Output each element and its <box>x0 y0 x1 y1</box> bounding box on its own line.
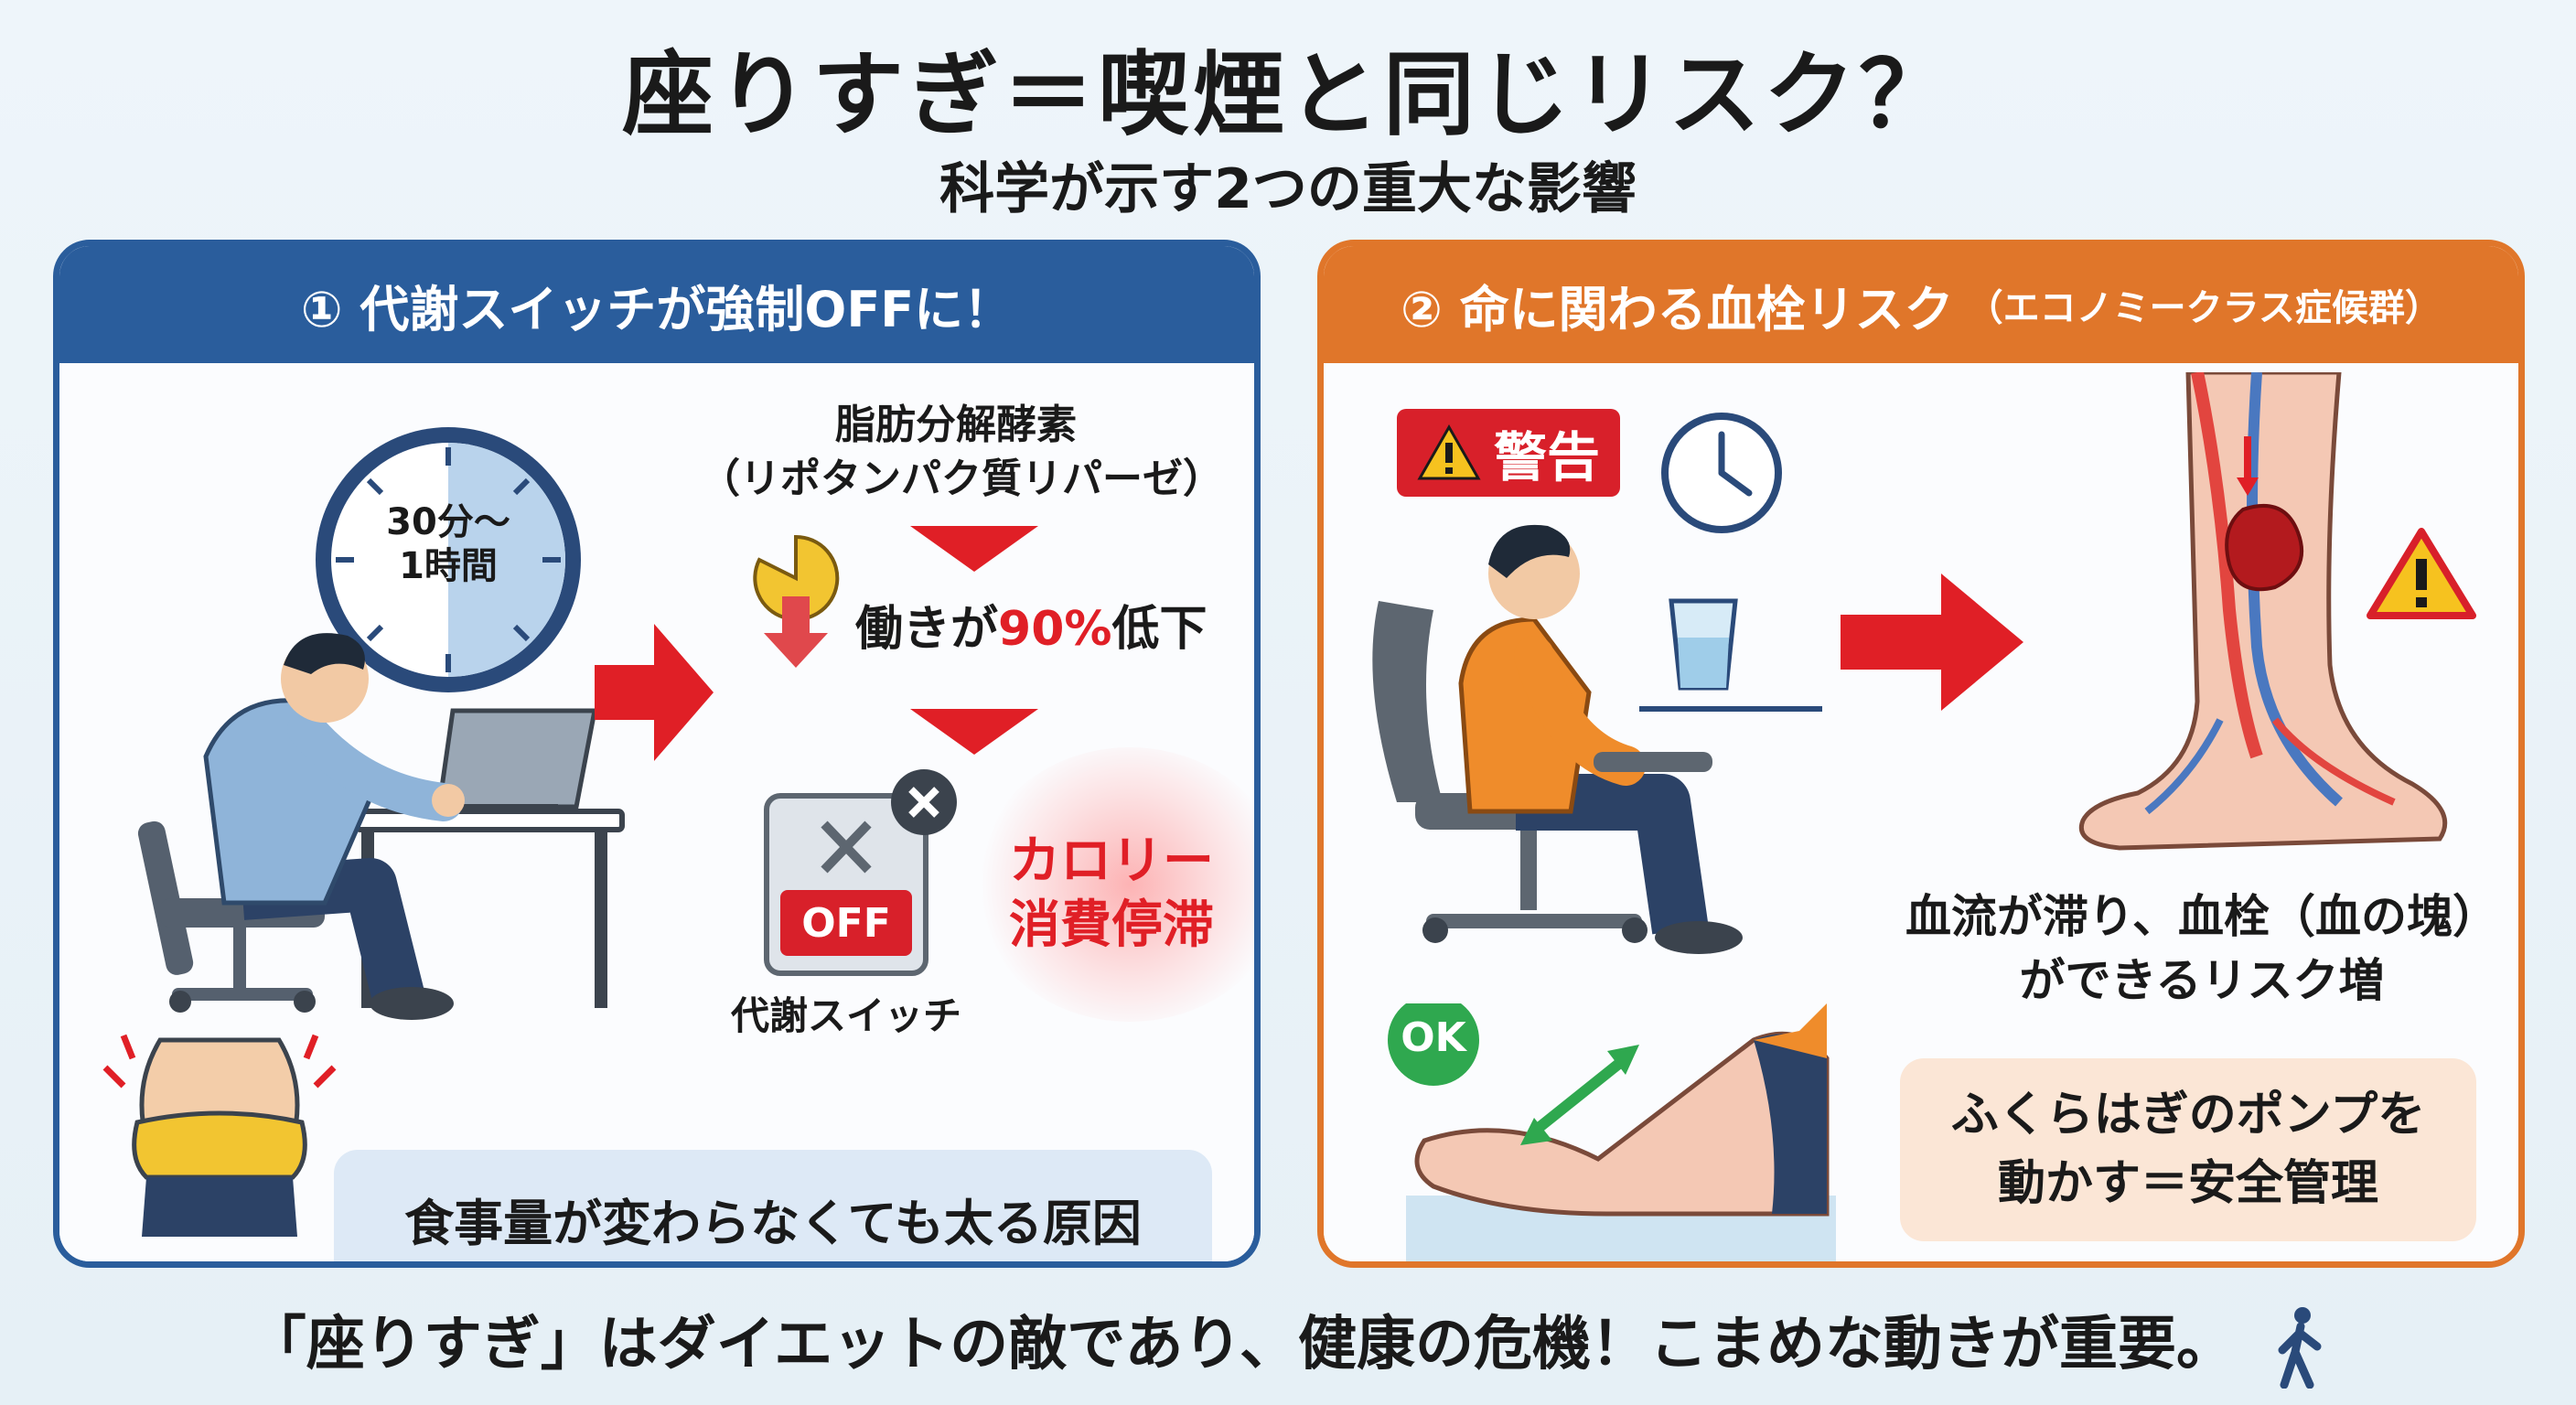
clock-icon <box>316 427 581 692</box>
risk-line-2: ができるリスク増 <box>2019 954 2385 1007</box>
clock-time-label: 30分～ 1時間 <box>361 500 535 588</box>
footer-message: 「座りすぎ」はダイエットの敵であり、健康の危機！こまめな動きが重要。 <box>0 1297 2576 1389</box>
blood-clot-panel: ② 命に関わる血栓リスク （エコノミークラス症候群） 警告 <box>1317 240 2525 1268</box>
water-glass-icon <box>1639 598 1822 712</box>
advice-line-1: ふくらはぎのポンプを <box>1950 1087 2426 1142</box>
calf-pump-advice-box: ふくらはぎのポンプを 動かす＝安全管理 <box>1900 1058 2476 1241</box>
advice-line-2: 動かす＝安全管理 <box>1997 1156 2378 1211</box>
risk-line-1: 血流が滞り、血栓（血の塊） <box>1905 890 2498 943</box>
right-arrow-icon <box>1841 574 2023 711</box>
belly-illustration <box>102 1034 337 1237</box>
warning-badge: 警告 <box>1397 409 1621 497</box>
down-triangle-icon <box>910 709 1038 755</box>
metabolism-conclusion-text: 食事量が変わらなくても太る原因 <box>404 1194 1142 1252</box>
blood-clot-risk-text: 血流が滞り、血栓（血の塊） ができるリスク増 <box>1873 885 2518 1013</box>
close-icon <box>891 769 957 835</box>
blood-clot-panel-body: 警告 <box>1324 363 2518 1261</box>
warning-label: 警告 <box>1494 426 1601 488</box>
switch-off-label: OFF <box>780 890 912 956</box>
page-title: 座りすぎ＝喫煙と同じリスク？ <box>622 41 1954 148</box>
man-at-desk-illustration <box>137 633 625 1020</box>
clock-time-line-2: 1時間 <box>399 545 498 587</box>
metabolism-panel: ① 代謝スイッチが強制OFFに！ 30分～ 1時間 <box>53 240 1261 1268</box>
calorie-stagnation-label: カロリー 消費停滞 <box>974 830 1249 958</box>
warning-icon <box>1417 424 1481 480</box>
footer-text: 「座りすぎ」はダイエットの敵であり、健康の危機！こまめな動きが重要。 <box>247 1311 2235 1378</box>
calorie-line-2: 消費停滞 <box>1009 896 1214 955</box>
switch-x-icon <box>821 820 872 874</box>
activity-value: 90% <box>998 602 1112 657</box>
calf-stretch-illustration <box>1388 1003 1836 1261</box>
page-subtitle: 科学が示す2つの重大な影響 <box>939 157 1637 221</box>
calorie-glow <box>974 747 1254 1022</box>
metabolism-conclusion-box: 食事量が変わらなくても太る原因 <box>334 1150 1212 1261</box>
blood-clot-panel-note: （エコノミークラス症候群） <box>1966 287 2442 329</box>
metabolism-panel-title: ① 代謝スイッチが強制OFFに！ <box>300 280 1014 338</box>
switch-caption: 代謝スイッチ <box>730 993 961 1038</box>
enzyme-label: 脂肪分解酵素 （リポタンパク質リパーゼ） <box>700 398 1223 507</box>
down-triangle-icon <box>910 526 1038 572</box>
warning-icon <box>2367 528 2476 619</box>
metabolism-panel-header: ① 代謝スイッチが強制OFFに！ <box>59 246 1254 363</box>
enzyme-detail: （リポタンパク質リパーゼ） <box>700 456 1223 503</box>
seated-person-illustration <box>1372 524 1743 954</box>
ok-badge: OK <box>1401 1014 1466 1061</box>
metabolism-panel-body: 30分～ 1時間 <box>59 363 1254 1261</box>
enzyme-decline-icon <box>753 534 840 668</box>
enzyme-name: 脂肪分解酵素 <box>835 402 1077 448</box>
blood-clot-panel-title: ② 命に関わる血栓リスク <box>1401 280 1954 338</box>
wall-clock-icon <box>1661 413 1782 533</box>
activity-suffix: 低下 <box>1111 602 1208 657</box>
calorie-line-1: カロリー <box>1009 831 1214 891</box>
activity-decline-label: 働きが90%低下 <box>855 590 1221 659</box>
activity-prefix: 働きが <box>855 602 999 657</box>
right-arrow-icon <box>595 624 714 761</box>
walking-person-icon <box>2278 1307 2322 1389</box>
leg-blood-clot-illustration <box>2079 372 2448 851</box>
blood-clot-panel-header: ② 命に関わる血栓リスク （エコノミークラス症候群） <box>1324 246 2518 363</box>
clock-time-line-1: 30分～ <box>386 501 510 543</box>
